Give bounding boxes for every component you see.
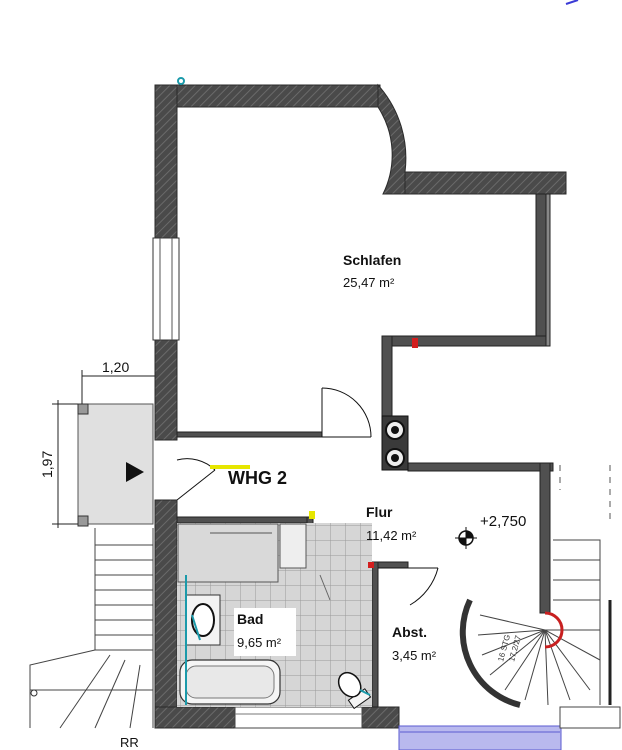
elevation-label: +2,750 — [480, 513, 526, 530]
dimension-width: 1,20 — [102, 359, 129, 375]
shaft — [381, 415, 409, 471]
room-area-abst: 3,45 m² — [392, 648, 437, 663]
room-name-flur: Flur — [366, 504, 393, 520]
room-area-bad: 9,65 m² — [237, 635, 282, 650]
marker-red — [368, 562, 374, 568]
room-name-abst: Abst. — [392, 624, 427, 640]
doors — [176, 387, 439, 606]
room-area-schlafen: 25,47 m² — [343, 275, 395, 290]
dimension-lines — [52, 370, 155, 528]
marker-yellow-1 — [309, 511, 315, 519]
left-stair — [29, 403, 154, 729]
marker-red-2 — [412, 338, 418, 348]
spiral-stair — [477, 465, 612, 706]
room-name-bad: Bad — [237, 611, 263, 627]
elevation-target-icon — [455, 527, 477, 549]
dimension-height: 1,97 — [39, 451, 55, 478]
stair-label-rr: RR — [120, 735, 139, 750]
curved-wall — [377, 83, 407, 195]
bath-fixtures — [177, 77, 372, 710]
room-name-schlafen: Schlafen — [343, 252, 401, 268]
play-triangle-icon — [126, 462, 144, 482]
stair-wall — [459, 598, 521, 708]
left-window — [152, 237, 180, 341]
bad-label-bg — [234, 608, 296, 656]
unit-label: WHG 2 — [228, 468, 287, 488]
room-area-flur: 11,42 m² — [366, 528, 417, 543]
stray-mark — [565, 0, 579, 5]
marker-yellow-2 — [210, 465, 250, 469]
bottom-window — [234, 706, 621, 750]
